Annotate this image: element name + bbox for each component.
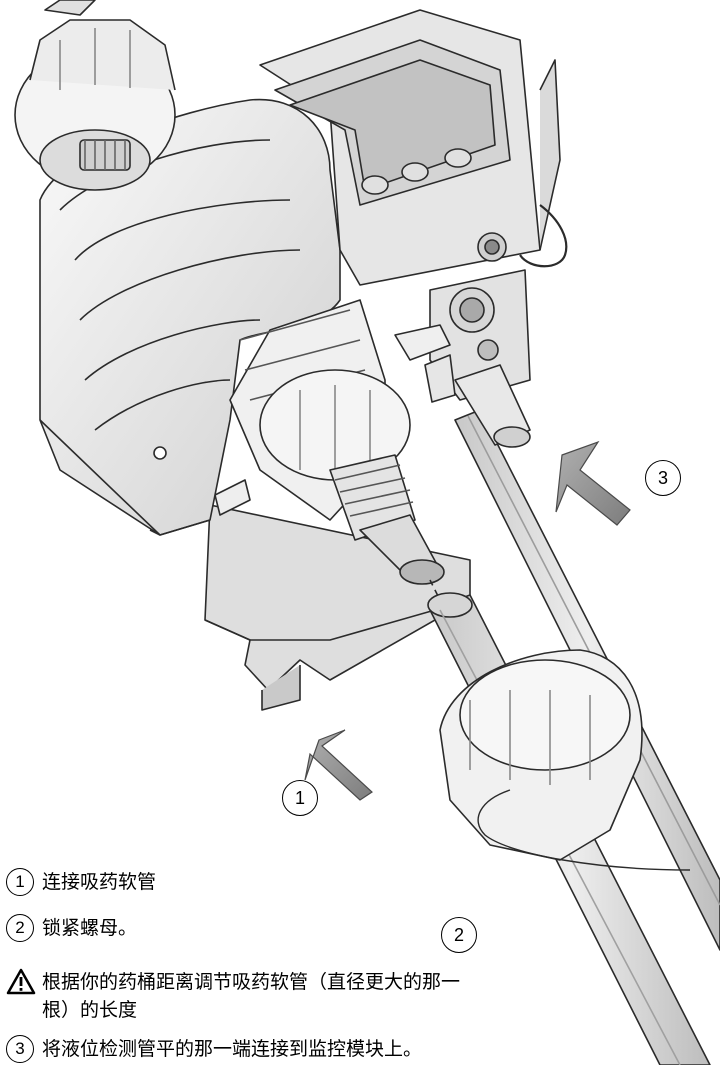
legend-step2-number: 2	[6, 914, 34, 942]
legend-step1: 1 连接吸药软管	[6, 868, 156, 896]
locking-nut	[439, 649, 691, 871]
callout-2: 2	[441, 917, 477, 953]
control-buttons	[361, 148, 472, 195]
arrow-step3	[555, 440, 631, 526]
legend-step3-text: 将液位检测管平的那一端连接到监控模块上。	[42, 1038, 423, 1060]
callout-2-label: 2	[453, 924, 464, 945]
legend-warning-text: 根据你的药桶距离调节吸药软管（直径更大的那一根）的长度	[42, 971, 461, 1021]
callout-1-label: 1	[294, 787, 305, 808]
legend-step3: 3 将液位检测管平的那一端连接到监控模块上。	[6, 1035, 422, 1063]
arrow-step1	[304, 729, 373, 801]
legend-step1-number: 1	[6, 868, 34, 896]
legend-step1-text: 连接吸药软管	[42, 871, 157, 893]
warning-triangle-icon	[6, 968, 36, 995]
callout-3-label: 3	[657, 467, 668, 488]
callout-3: 3	[645, 460, 681, 496]
callout-1: 1	[282, 780, 318, 816]
top-cap	[14, 0, 176, 191]
suction-valve	[229, 299, 446, 611]
legend-step3-number: 3	[6, 1035, 34, 1063]
mounting-bracket	[204, 479, 471, 711]
legend-step2-text: 锁紧螺母。	[42, 917, 138, 939]
connector-panel	[394, 232, 531, 403]
legend-warning: 根据你的药桶距离调节吸药软管（直径更大的那一根）的长度	[6, 968, 462, 1024]
discharge-fitting	[454, 364, 531, 448]
legend-step2: 2 锁紧螺母。	[6, 914, 137, 942]
side-badge	[153, 446, 167, 460]
